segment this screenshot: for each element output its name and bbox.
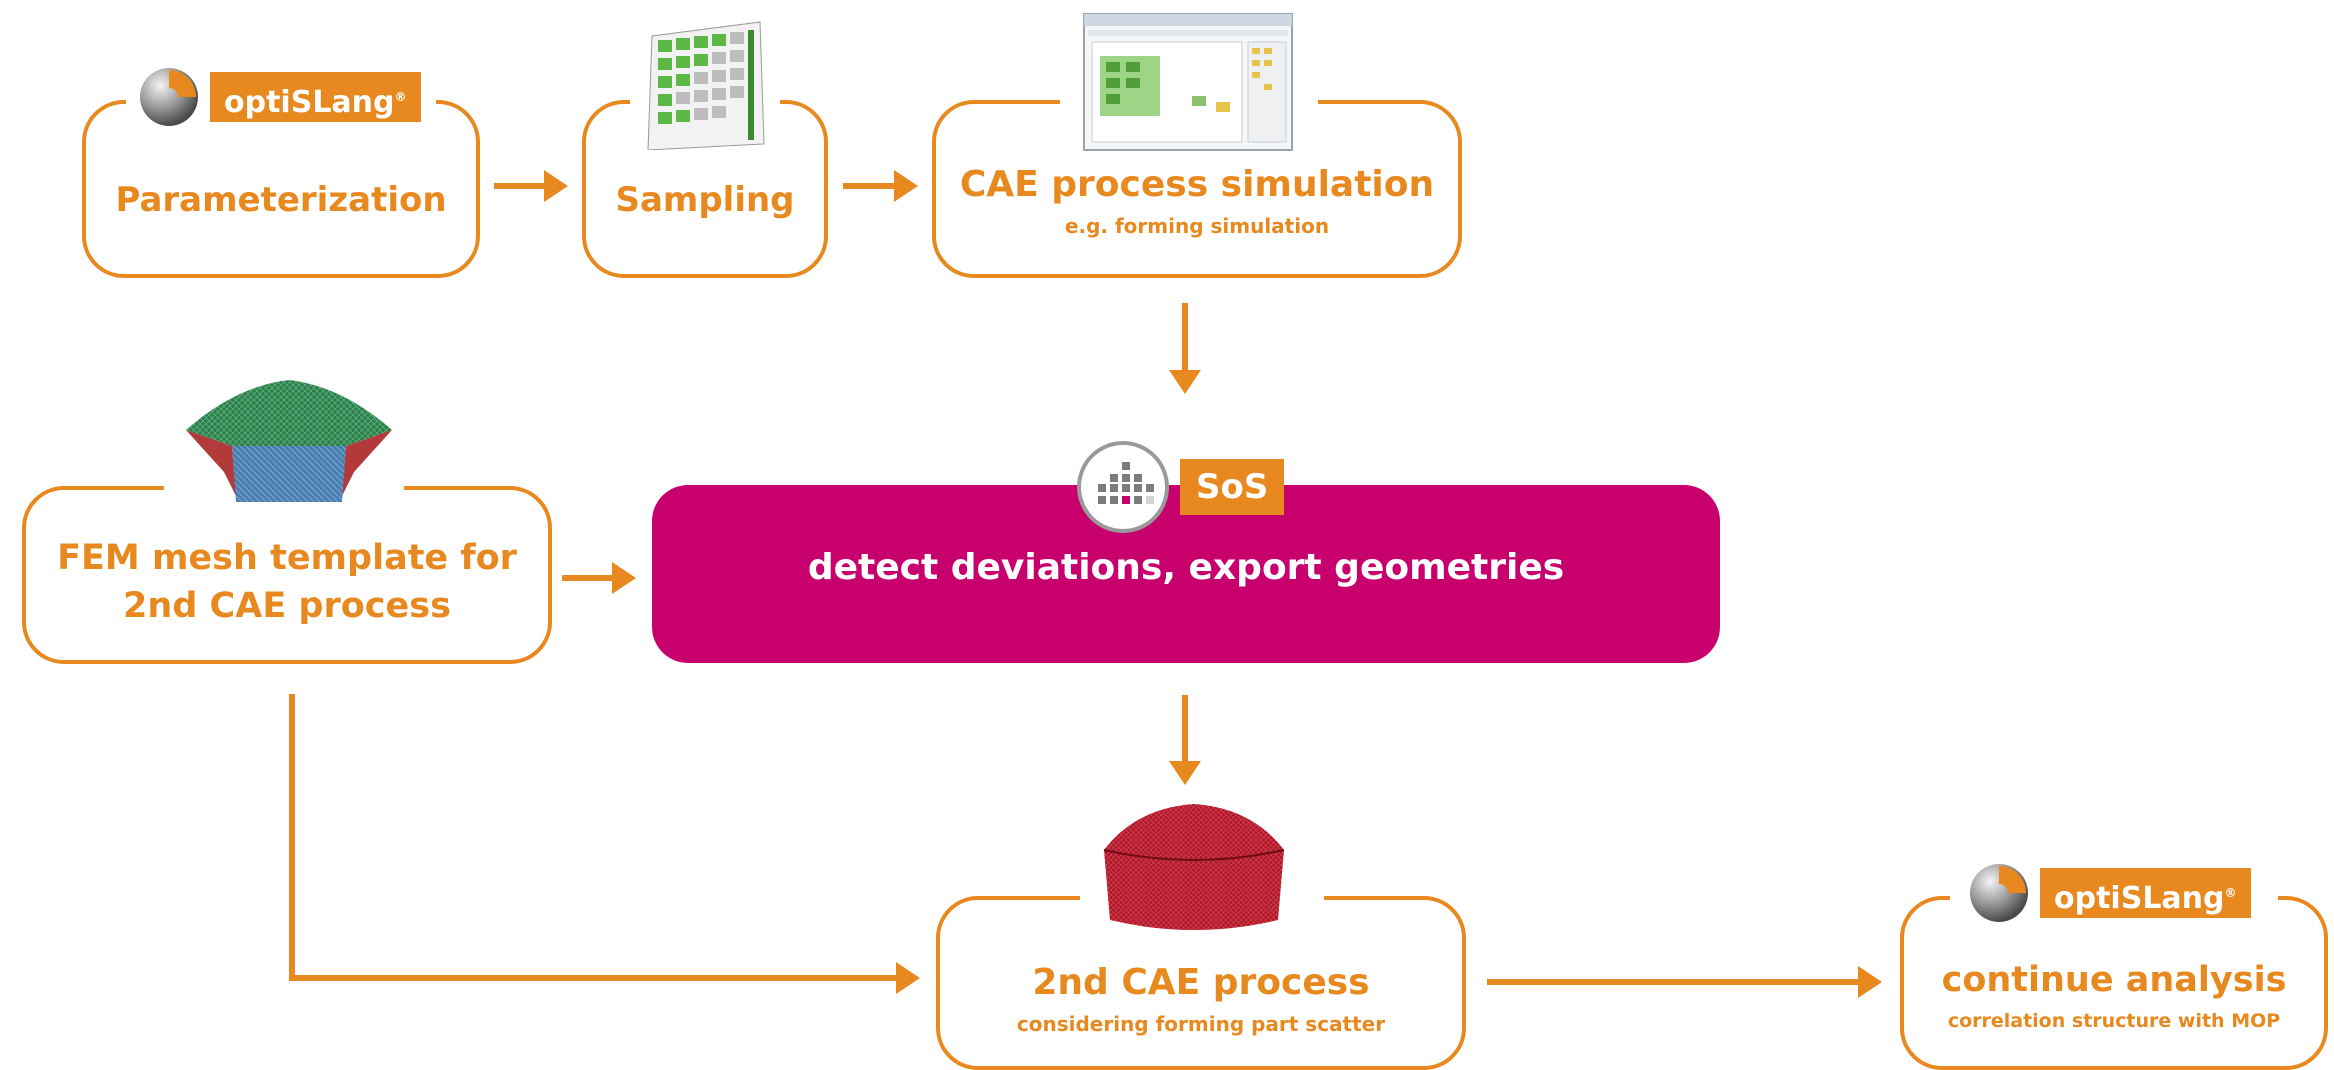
- node-continue-subtitle: correlation structure with MOP: [1947, 1010, 2281, 1032]
- node-sampling[interactable]: Sampling: [582, 100, 828, 278]
- optislang-logo-top: optiSLang®: [138, 66, 421, 128]
- node-fem-line2: 2nd CAE process: [123, 586, 451, 626]
- sampling-screenshot-icon: [647, 21, 765, 150]
- optislang-sphere-icon: [140, 68, 198, 126]
- optislang-label: optiSLang®: [2040, 868, 2251, 918]
- sos-bars-icon: [1077, 441, 1169, 533]
- node-sos-title: detect deviations, export geometries: [807, 547, 1565, 588]
- node-continue-title: continue analysis: [1941, 960, 2287, 1000]
- sos-label: SoS: [1180, 459, 1285, 515]
- node-sampling-title: Sampling: [615, 180, 795, 220]
- software-screenshot-icon: [1083, 13, 1293, 151]
- red-mesh-part-icon: [1103, 804, 1285, 930]
- node-cae-process-subtitle: e.g. forming simulation: [1064, 214, 1330, 238]
- mesh-template-icon: [186, 380, 392, 502]
- optislang-logo-bottom: optiSLang®: [1968, 862, 2251, 924]
- node-cae-process-title: CAE process simulation: [959, 164, 1435, 205]
- optislang-sphere-icon: [1970, 864, 2028, 922]
- sos-logo: SoS: [1076, 440, 1285, 534]
- node-parameterization[interactable]: Parameterization: [82, 100, 480, 278]
- node-fem-mesh-template[interactable]: FEM mesh template for 2nd CAE process: [22, 486, 552, 664]
- optislang-label: optiSLang®: [210, 72, 421, 122]
- node-2nd-cae-title: 2nd CAE process: [1032, 962, 1370, 1003]
- node-continue-analysis[interactable]: continue analysis correlation structure …: [1900, 896, 2328, 1070]
- node-fem-line1: FEM mesh template for: [57, 538, 517, 578]
- node-parameterization-title: Parameterization: [115, 180, 447, 220]
- node-2nd-cae-subtitle: considering forming part scatter: [1016, 1012, 1386, 1036]
